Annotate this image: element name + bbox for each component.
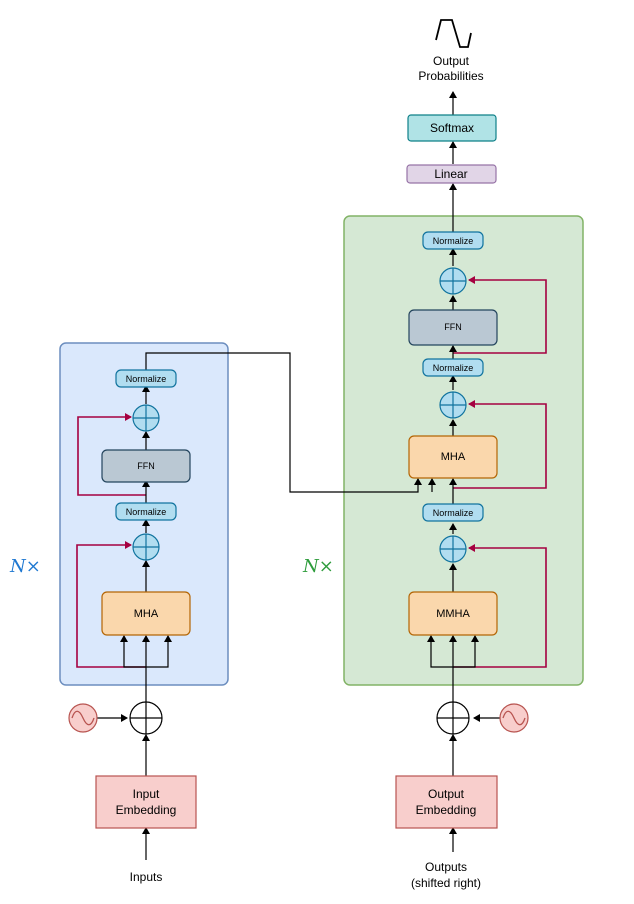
output-probabilities-line1: Output [433,54,470,68]
decoder-mmha-block: MMHA [408,591,498,636]
probability-wave-icon [435,19,472,48]
softmax-label: Softmax [430,121,474,135]
decoder-arrows [427,91,500,852]
encoder-ffn-label: FFN [137,461,155,471]
encoder-embedding-add-icon [129,701,163,735]
decoder-normalize-1: Normalize [422,503,484,522]
decoder-normalize-2: Normalize [422,358,484,377]
encoder-positional-encoding-icon [68,703,98,733]
encoder-arrows [95,352,436,860]
decoder-ffn-label: FFN [444,322,462,332]
encoder-add-icon-2 [132,404,160,432]
decoder-mha-label: MHA [441,451,466,463]
decoder-normalize-3-label: Normalize [433,236,474,246]
encoder-repeat-label: N× [9,556,41,577]
output-probabilities-line2: Probabilities [418,69,483,83]
decoder-output-embedding: Output Embedding [395,775,498,829]
decoder-mha-block: MHA [408,435,498,479]
decoder-add-icon-2 [439,391,467,419]
decoder-embedding-add-icon [436,701,470,735]
decoder-normalize-2-label: Normalize [433,363,474,373]
encoder-normalize-1-label: Normalize [126,507,167,517]
encoder-add-icon-1 [132,533,160,561]
linear-block: Linear [406,164,497,184]
linear-label: Linear [434,167,467,181]
decoder-embedding-line1: Output [428,787,465,801]
decoder-normalize-1-label: Normalize [433,508,474,518]
decoder-ffn-block: FFN [408,309,498,346]
decoder-positional-encoding-icon [499,703,529,733]
encoder-normalize-2-label: Normalize [126,374,167,384]
inputs-label: Inputs [130,870,163,884]
decoder-residual-paths [453,276,547,668]
decoder-add-icon-1 [439,535,467,563]
encoder-mha-block: MHA [101,591,191,636]
encoder-residual-paths [76,413,146,668]
outputs-label-line2: (shifted right) [411,876,481,890]
decoder-mmha-label: MMHA [436,608,470,620]
decoder-repeat-label: N× [302,556,334,577]
decoder-normalize-3: Normalize [422,231,484,250]
softmax-block: Softmax [407,114,497,142]
encoder-embedding-line1: Input [133,787,160,801]
encoder-mha-label: MHA [134,608,159,620]
encoder-input-embedding: Input Embedding [95,775,197,829]
decoder-add-icon-3 [439,267,467,295]
encoder-normalize-1: Normalize [115,502,177,521]
encoder-normalize-2: Normalize [115,369,177,388]
encoder-ffn-block: FFN [101,449,191,483]
outputs-label-line1: Outputs [425,860,467,874]
encoder-embedding-line2: Embedding [116,803,177,817]
decoder-embedding-line2: Embedding [416,803,477,817]
